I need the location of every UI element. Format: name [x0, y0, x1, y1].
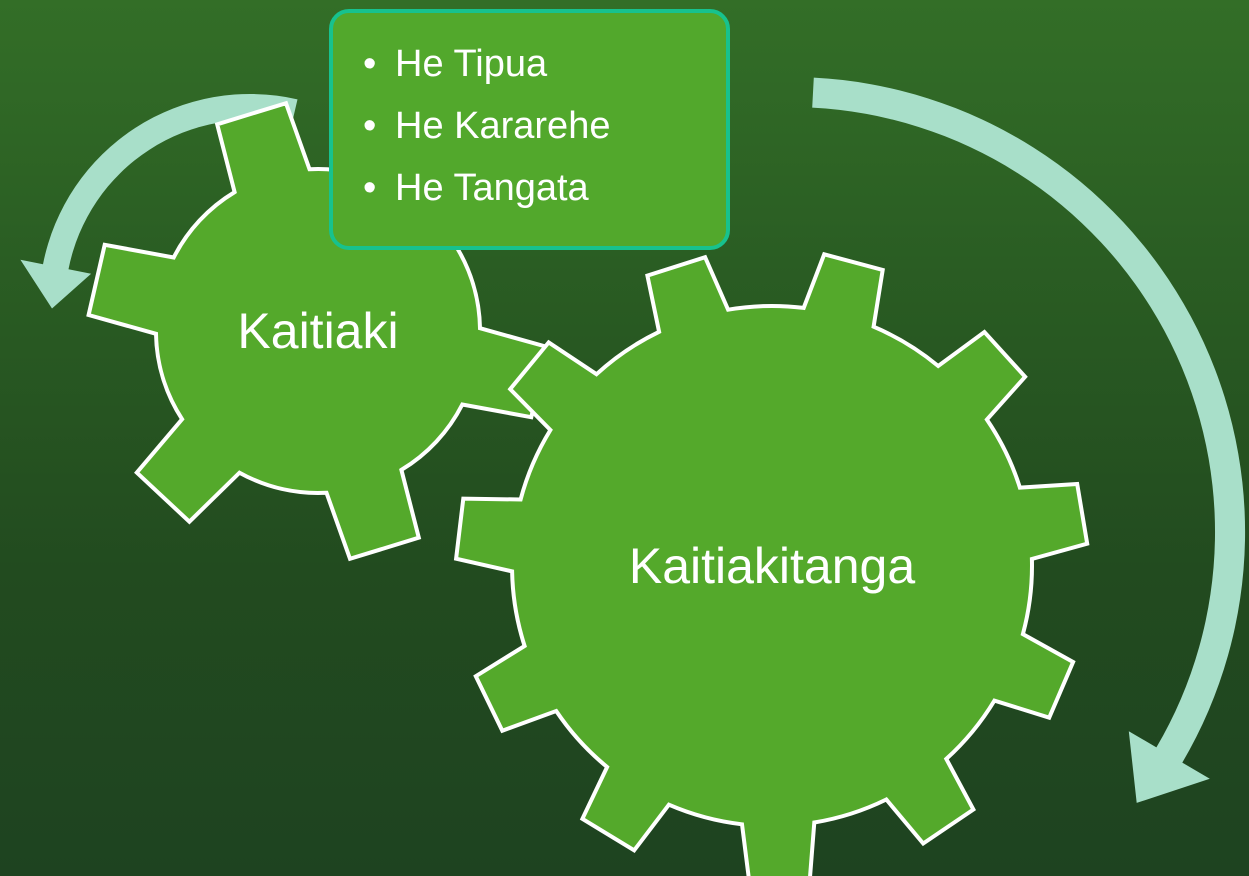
callout-item-label: He Tipua — [395, 43, 548, 85]
callout-item-he-tangata: • He Tangata — [363, 169, 610, 231]
bullet-icon: • — [363, 43, 377, 85]
bullet-icon: • — [363, 105, 377, 147]
callout-item-he-tipua: • He Tipua — [363, 45, 610, 107]
callout-box: • He Tipua • He Kararehe • He Tangata — [329, 9, 730, 250]
clockwise-arrow-icon — [812, 77, 1246, 803]
bullet-icon: • — [363, 167, 377, 209]
callout-item-label: He Tangata — [395, 167, 589, 209]
kaitiaki-gear-label: Kaitiaki — [237, 303, 399, 359]
callout-item-he-kararehe: • He Kararehe — [363, 107, 610, 169]
kaitiakitanga-gear-label: Kaitiakitanga — [628, 538, 916, 594]
callout-item-label: He Kararehe — [395, 105, 611, 147]
callout-list: • He Tipua • He Kararehe • He Tangata — [363, 45, 610, 231]
kaitiakitanga-gear — [453, 251, 1090, 876]
